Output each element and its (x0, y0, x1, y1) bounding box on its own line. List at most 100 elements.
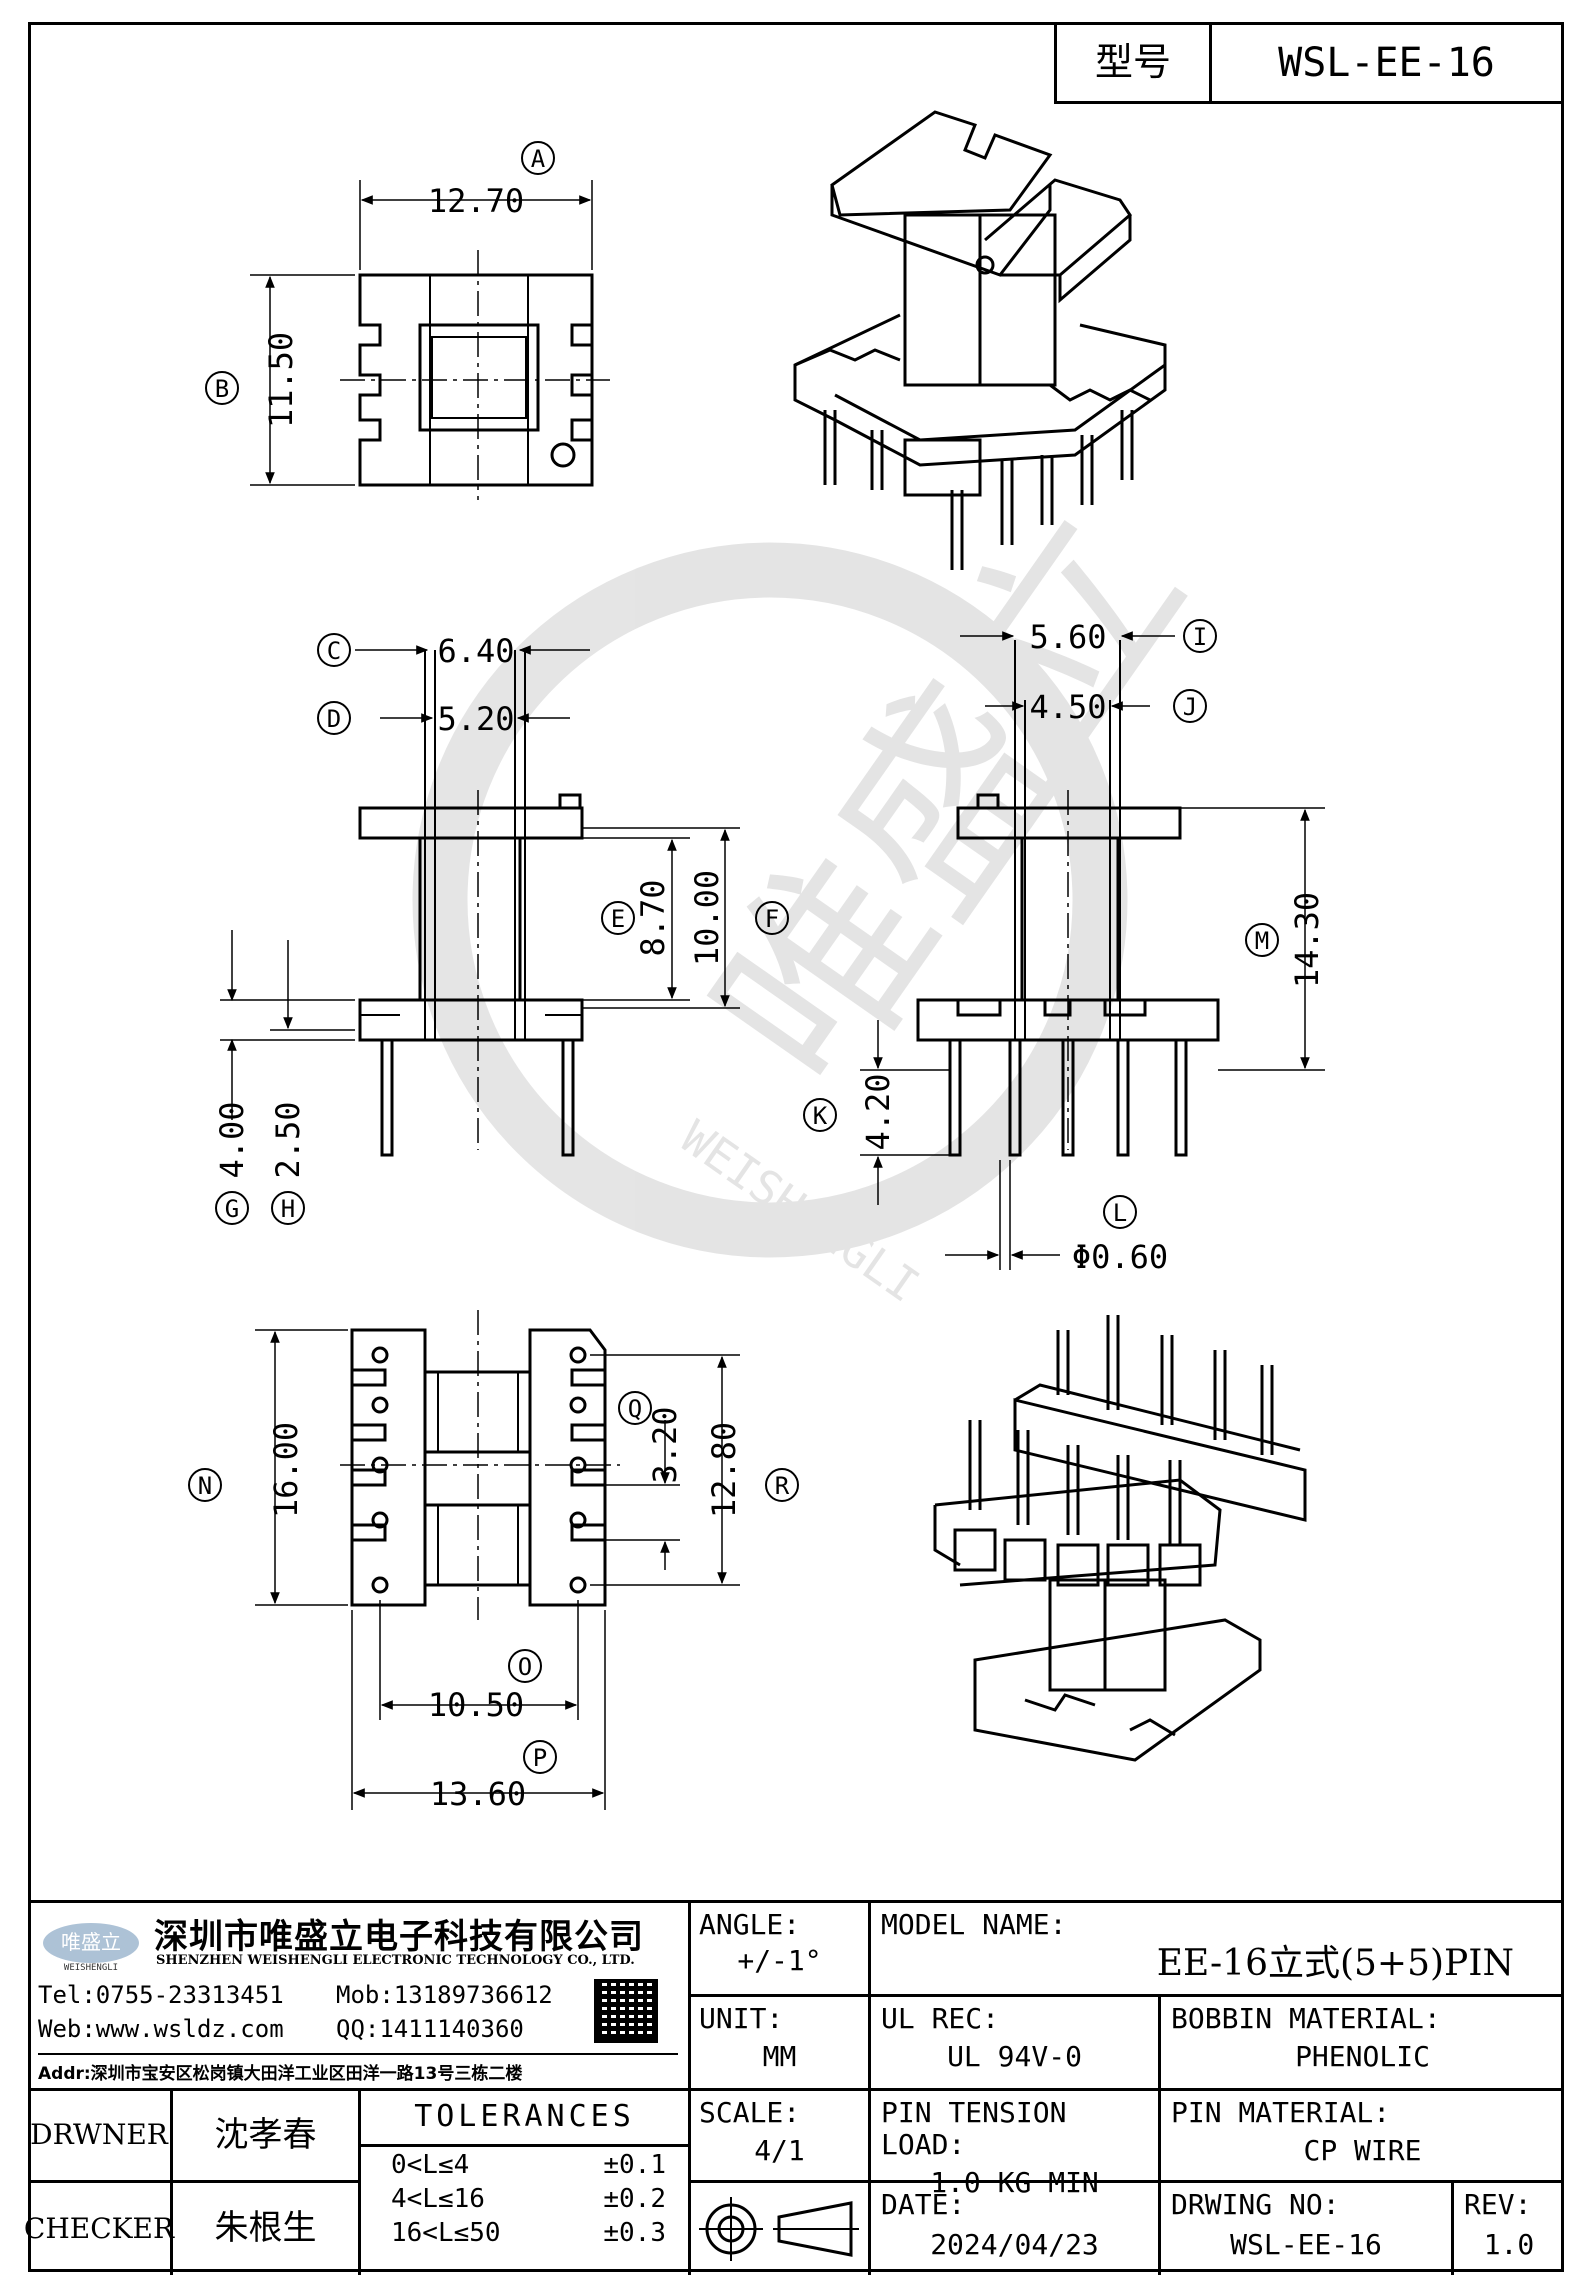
company-logo: 唯盛立 WEISHENGLI (36, 1913, 146, 1973)
dim-H: H 2.50 (269, 1101, 307, 1225)
dim-Q: Q 3.20 (618, 1391, 684, 1484)
tolerance-row: 0<L≤4 ±0.1 (361, 2147, 688, 2181)
tolerance-range: 16<L≤50 (391, 2217, 501, 2248)
dim-C-value: 6.40 (437, 632, 514, 670)
dim-J-tag: J (1183, 693, 1197, 721)
rev-cell: REV: 1.0 (1454, 2183, 1564, 2275)
top-view (250, 180, 610, 500)
ul-value: UL 94V-0 (947, 2040, 1082, 2074)
dim-P-tag: P (533, 1744, 547, 1772)
projection-symbol-icon (699, 2197, 859, 2261)
dim-N: N 16.00 (188, 1422, 305, 1518)
model-name-cell: MODEL NAME: EE-16立式(5+5)PIN (871, 1903, 1564, 1997)
drawing-no-cell: DRWING NO: WSL-EE-16 (1161, 2183, 1454, 2275)
tolerance-range: 4<L≤16 (391, 2183, 485, 2214)
dim-O: O 10.50 (428, 1649, 542, 1724)
checker-label-cell: CHECKER (24, 2183, 174, 2275)
company-address: Addr:深圳市宝安区松岗镇大田洋工业区田洋一路13号三栋二楼 (38, 2053, 678, 2084)
tolerance-value: ±0.3 (603, 2217, 666, 2248)
drawer-label-cell: DRWNER (28, 2091, 173, 2183)
dim-J: J 4.50 (1029, 688, 1207, 726)
angle-cell: ANGLE: +/-1° (691, 1903, 871, 1997)
tolerances-title: TOLERANCES (361, 2091, 688, 2147)
isometric-view-top (793, 110, 1167, 570)
company-web: Web:www.wsldz.com (38, 2015, 284, 2043)
dim-K-value: 4.20 (859, 1073, 897, 1150)
dim-O-value: 10.50 (428, 1686, 524, 1724)
rev-label: REV: (1464, 2188, 1532, 2221)
projection-symbol-cell (691, 2183, 871, 2275)
dim-H-value: 2.50 (269, 1101, 307, 1178)
unit-cell: UNIT: MM (691, 1997, 871, 2091)
dim-Q-value: 3.20 (646, 1406, 684, 1483)
drawing-frame (28, 22, 1564, 2272)
angle-label: ANGLE: (699, 1908, 801, 1941)
drawer-name: 沈孝春 (214, 2114, 317, 2155)
model-name-value: EE-16立式(5+5)PIN (1156, 1943, 1514, 1985)
dim-A: A 12.70 (428, 141, 555, 220)
dim-B: B 11.50 (205, 332, 300, 428)
tolerances-cell: TOLERANCES 0<L≤4 ±0.1 4<L≤16 ±0.2 16<L≤5… (361, 2091, 691, 2275)
checker-name: 朱根生 (214, 2208, 317, 2249)
company-block: 唯盛立 WEISHENGLI 深圳市唯盛立电子科技有限公司 SHENZHEN W… (28, 1903, 691, 2091)
dim-K: K 4.20 (803, 1073, 897, 1151)
drawing-no-value: WSL-EE-16 (1230, 2228, 1382, 2262)
dim-P: P 13.60 (430, 1740, 557, 1813)
dim-J-value: 4.50 (1029, 688, 1106, 726)
dim-P-value: 13.60 (430, 1775, 526, 1813)
dim-M-value: 14.30 (1288, 892, 1326, 988)
dim-K-tag: K (813, 1102, 828, 1130)
scale-value: 4/1 (754, 2134, 805, 2168)
dim-G: G 4.00 (213, 1101, 251, 1225)
bobbin-cell: BOBBIN MATERIAL: PHENOLIC (1161, 1997, 1564, 2091)
pin-tension-value: 1.0 KG MIN (930, 2166, 1099, 2200)
dim-E-tag: E (611, 905, 625, 933)
technical-drawing: 唯盛立 WEISHENGLI (188, 110, 1326, 1813)
date-label: DATE: (881, 2188, 966, 2221)
tolerance-range: 0<L≤4 (391, 2150, 470, 2180)
dim-G-tag: G (225, 1195, 239, 1223)
tolerance-value: ±0.1 (603, 2150, 666, 2180)
drawer-name-cell: 沈孝春 (173, 2091, 361, 2183)
logo-sub: WEISHENGLI (64, 1963, 118, 1973)
dim-D-value: 5.20 (437, 700, 514, 738)
title-block: 唯盛立 WEISHENGLI 深圳市唯盛立电子科技有限公司 SHENZHEN W… (24, 1900, 1564, 2275)
dim-F-tag: F (765, 905, 779, 933)
drawing-no-label: DRWING NO: (1171, 2188, 1340, 2221)
dim-A-value: 12.70 (428, 182, 524, 220)
model-value: WSL-EE-16 (1278, 40, 1495, 86)
pin-tension-label: PIN TENSION LOAD: (881, 2096, 1067, 2162)
pin-material-label: PIN MATERIAL: (1171, 2096, 1391, 2129)
dim-A-tag: A (531, 145, 546, 173)
scale-cell: SCALE: 4/1 (691, 2091, 871, 2183)
date-value: 2024/04/23 (930, 2228, 1099, 2262)
date-cell: DATE: 2024/04/23 (871, 2183, 1161, 2275)
model-number-box: 型号 WSL-EE-16 (1054, 22, 1564, 104)
dim-B-tag: B (215, 375, 229, 403)
angle-value: +/-1° (737, 1944, 822, 1978)
bobbin-value: PHENOLIC (1295, 2040, 1430, 2074)
scale-label: SCALE: (699, 2096, 801, 2129)
bobbin-label: BOBBIN MATERIAL: (1171, 2002, 1441, 2035)
dim-D-tag: D (327, 705, 341, 733)
checker-name-cell: 朱根生 (173, 2183, 361, 2275)
side-view (860, 631, 1325, 1270)
dim-F-value: 10.00 (688, 870, 726, 966)
company-qq: QQ:1411140360 (336, 2015, 524, 2043)
dim-F: F 10.00 (688, 870, 789, 966)
qr-code-icon (594, 1979, 658, 2043)
dim-I-tag: I (1193, 623, 1207, 651)
company-name-cn: 深圳市唯盛立电子科技有限公司 (154, 1917, 644, 1957)
dim-G-value: 4.00 (213, 1101, 251, 1178)
model-name-label: MODEL NAME: (881, 1908, 1067, 1941)
ul-label: UL REC: (881, 2002, 1000, 2035)
bottom-view (255, 1310, 740, 1810)
dim-L-tag: L (1113, 1199, 1127, 1227)
isometric-view-bottom (933, 1315, 1307, 1762)
dim-L-value: Φ0.60 (1072, 1238, 1168, 1276)
drawer-label: DRWNER (30, 2118, 168, 2152)
dim-L: L Φ0.60 (1072, 1195, 1168, 1276)
company-tel: Tel:0755-23313451 (38, 1981, 284, 2009)
dim-E: E 8.70 (601, 879, 672, 957)
dimension-labels: A 12.70 B 11.50 C 6.40 D 5.20 E 8.70 F 1… (188, 141, 1326, 1813)
